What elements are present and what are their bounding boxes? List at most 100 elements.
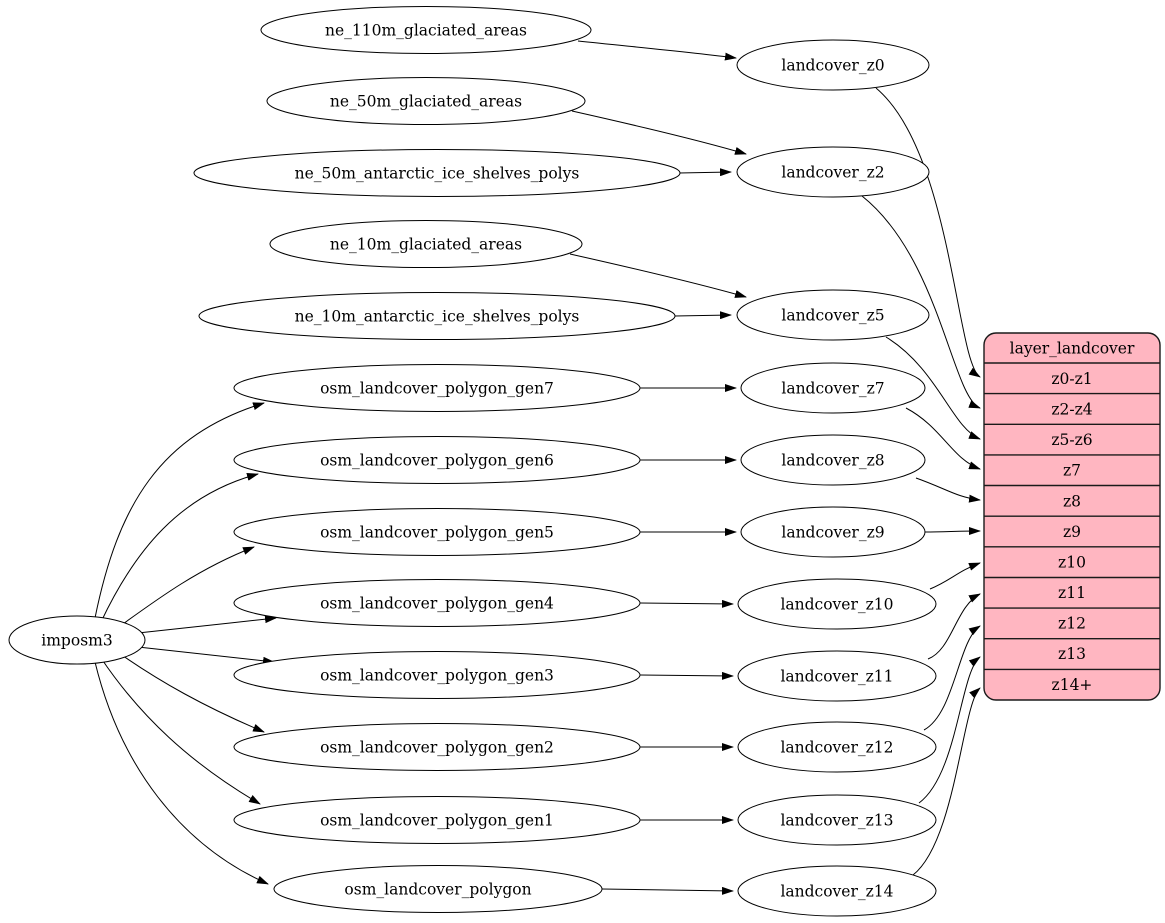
node-ne_10m_glaciated_areas: ne_10m_glaciated_areas	[269, 220, 583, 268]
edge-ne50m-glac-to-z2	[571, 110, 747, 155]
record-title: layer_landcover	[1010, 340, 1135, 358]
edge-z14-to-row-z14	[912, 687, 981, 876]
node-landcover_z12-shape	[737, 721, 937, 773]
node-ne_10m_glaciated_areas-shape	[269, 220, 583, 268]
record-row-z9: z9	[1063, 523, 1081, 541]
edge-z12-to-row-z12	[923, 625, 981, 731]
node-osm_landcover_polygon_gen7-shape	[233, 364, 641, 412]
node-ne_10m_antarctic_ice_shelves_polys-label: ne_10m_antarctic_ice_shelves_polys	[295, 308, 580, 326]
edges-importer	[94, 402, 277, 885]
record-row-z13: z13	[1058, 645, 1086, 663]
edges-layers	[861, 87, 981, 876]
edge-z7-to-row-z7	[905, 407, 981, 470]
node-ne_110m_glaciated_areas: ne_110m_glaciated_areas	[260, 6, 592, 54]
record-layer_landcover: layer_landcover z0-z1 z2-z4 z5-z6 z7 z8 …	[983, 332, 1161, 701]
node-landcover_z5-label: landcover_z5	[781, 307, 884, 325]
edge-gen4-to-z10	[639, 599, 734, 608]
node-landcover_z0-shape	[736, 39, 930, 91]
node-landcover_z10-shape	[737, 578, 937, 630]
node-osm_landcover_polygon_gen6-shape	[233, 436, 641, 484]
node-osm_landcover_polygon-label: osm_landcover_polygon	[344, 881, 531, 899]
node-imposm3-shape	[8, 615, 146, 665]
node-landcover_z0-label: landcover_z0	[781, 57, 884, 75]
node-landcover_z14: landcover_z14	[737, 865, 937, 917]
node-landcover_z13-label: landcover_z13	[780, 812, 893, 830]
node-landcover_z2-shape	[736, 146, 930, 198]
node-osm_landcover_polygon_gen1: osm_landcover_polygon_gen1	[233, 796, 641, 844]
node-landcover_z8-shape	[740, 434, 926, 486]
edge-z10-to-row-z10	[929, 562, 981, 590]
edge-ne110m-to-z0	[577, 40, 737, 61]
node-osm_landcover_polygon: osm_landcover_polygon	[273, 865, 603, 913]
edge-z13-to-row-z13	[918, 656, 981, 804]
record-row-z2-z4: z2-z4	[1051, 401, 1092, 419]
edge-imposm3-to-gen7	[94, 402, 265, 619]
node-osm_landcover_polygon_gen1-shape	[233, 796, 641, 844]
node-osm_landcover_polygon_gen2-label: osm_landcover_polygon_gen2	[320, 739, 554, 757]
node-landcover_z5-shape	[736, 289, 930, 341]
node-ne_50m_antarctic_ice_shelves_polys: ne_50m_antarctic_ice_shelves_polys	[193, 149, 681, 197]
node-ne_10m_glaciated_areas-label: ne_10m_glaciated_areas	[330, 236, 522, 254]
edge-z9-to-row-z9	[924, 527, 981, 536]
node-landcover_z7-label: landcover_z7	[781, 380, 884, 398]
node-imposm3-label: imposm3	[41, 632, 112, 650]
node-osm_landcover_polygon_gen2-shape	[233, 723, 641, 771]
node-landcover_z7: landcover_z7	[740, 362, 926, 414]
node-ne_50m_glaciated_areas-shape	[266, 77, 586, 125]
node-landcover_z11-shape	[737, 650, 937, 702]
node-osm_landcover_polygon_gen7: osm_landcover_polygon_gen7	[233, 364, 641, 412]
record-row-z5-z6: z5-z6	[1051, 431, 1092, 449]
edge-polygon-to-z14	[601, 886, 734, 895]
edge-imposm3-to-gen6	[100, 473, 259, 623]
node-landcover_z12: landcover_z12	[737, 721, 937, 773]
node-osm_landcover_polygon-shape	[273, 865, 603, 913]
edge-z0-to-row-z0-z1	[875, 87, 981, 378]
record-row-z12: z12	[1058, 615, 1086, 633]
edge-z8-to-row-z8	[915, 477, 981, 503]
node-osm_landcover_polygon_gen4-label: osm_landcover_polygon_gen4	[320, 595, 554, 613]
node-landcover_z10-label: landcover_z10	[780, 596, 893, 614]
node-landcover_z2-label: landcover_z2	[781, 164, 884, 182]
node-landcover_z13: landcover_z13	[737, 794, 937, 846]
node-osm_landcover_polygon_gen4-shape	[233, 579, 641, 627]
edge-imposm3-to-gen3	[137, 646, 275, 665]
node-landcover_z13-shape	[737, 794, 937, 846]
record-row-z7: z7	[1063, 462, 1081, 480]
node-osm_landcover_polygon_gen3-shape	[233, 651, 641, 699]
edge-imposm3-to-gen5	[115, 546, 255, 630]
node-landcover_z9: landcover_z9	[740, 506, 926, 558]
node-landcover_z9-label: landcover_z9	[781, 524, 884, 542]
node-osm_landcover_polygon_gen4: osm_landcover_polygon_gen4	[233, 579, 641, 627]
node-landcover_z0: landcover_z0	[736, 39, 930, 91]
node-osm_landcover_polygon_gen5-shape	[233, 508, 641, 556]
node-landcover_z11-label: landcover_z11	[780, 668, 893, 686]
node-osm_landcover_polygon_gen5: osm_landcover_polygon_gen5	[233, 508, 641, 556]
node-landcover_z14-shape	[737, 865, 937, 917]
node-landcover_z10: landcover_z10	[737, 578, 937, 630]
edges-sources	[569, 40, 747, 895]
edge-z11-to-row-z11	[927, 593, 981, 660]
node-landcover_z2: landcover_z2	[736, 146, 930, 198]
node-osm_landcover_polygon_gen6-label: osm_landcover_polygon_gen6	[320, 452, 554, 470]
node-landcover_z8: landcover_z8	[740, 434, 926, 486]
node-imposm3: imposm3	[8, 615, 146, 665]
node-landcover_z9-shape	[740, 506, 926, 558]
node-osm_landcover_polygon_gen7-label: osm_landcover_polygon_gen7	[320, 380, 554, 398]
node-landcover_z8-label: landcover_z8	[781, 452, 884, 470]
record-row-z11: z11	[1058, 584, 1086, 602]
node-osm_landcover_polygon_gen6: osm_landcover_polygon_gen6	[233, 436, 641, 484]
edge-imposm3-to-gen4	[137, 615, 277, 634]
node-osm_landcover_polygon_gen1-label: osm_landcover_polygon_gen1	[320, 812, 554, 830]
edge-imposm3-to-polygon	[94, 661, 269, 885]
node-landcover_z11: landcover_z11	[737, 650, 937, 702]
node-ne_10m_antarctic_ice_shelves_polys-shape	[198, 292, 676, 340]
node-landcover_z14-label: landcover_z14	[780, 883, 893, 901]
record-row-z8: z8	[1063, 493, 1081, 511]
node-ne_110m_glaciated_areas-shape	[260, 6, 592, 54]
node-ne_110m_glaciated_areas-label: ne_110m_glaciated_areas	[325, 22, 527, 40]
node-osm_landcover_polygon_gen3-label: osm_landcover_polygon_gen3	[320, 667, 554, 685]
edge-imposm3-to-gen2	[115, 650, 265, 733]
node-ne_50m_glaciated_areas-label: ne_50m_glaciated_areas	[330, 93, 522, 111]
node-landcover_z12-label: landcover_z12	[780, 739, 893, 757]
